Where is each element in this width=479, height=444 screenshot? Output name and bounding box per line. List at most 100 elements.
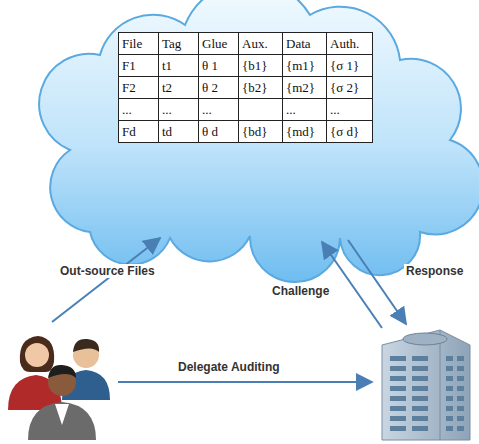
table-cell: {σ d}: [330, 124, 359, 139]
building-window: [412, 426, 428, 431]
table-cell: {σ 2}: [330, 80, 359, 95]
table-cell: Tag: [162, 36, 181, 51]
building-window: [390, 426, 406, 431]
table-cell: t1: [162, 58, 172, 73]
table-cell-box: File: [119, 33, 159, 55]
table-cell-box: t2: [159, 77, 199, 99]
building-icon: [382, 330, 470, 440]
delegate-arrow: [118, 381, 372, 383]
building-window: [457, 386, 464, 391]
table-cell: {md}: [286, 124, 315, 139]
building-window: [412, 376, 428, 381]
users-icon: [8, 336, 110, 440]
arrow-label: Delegate Auditing: [176, 360, 282, 374]
table-cell-box: θ 1: [199, 55, 239, 77]
table-cell-box: {σ d}: [327, 121, 373, 143]
table-cell: File: [122, 36, 142, 51]
arrow-label: Out-source Files: [58, 264, 157, 278]
building-window: [412, 366, 428, 371]
table-cell-box: Fd: [119, 121, 159, 143]
table-cell: ...: [162, 102, 172, 117]
table-cell-box: Aux.: [239, 33, 283, 55]
table-cell-box: {md}: [283, 121, 327, 143]
table-row: F1t1θ 1{b1}{m1}{σ 1}: [119, 55, 373, 77]
building-window: [412, 416, 428, 421]
table-cell: ...: [330, 102, 340, 117]
arrow-label: Challenge: [270, 284, 331, 298]
table-cell: Glue: [202, 36, 227, 51]
table-cell: td: [162, 124, 172, 139]
building-window: [446, 356, 453, 361]
arrow-label: Response: [404, 264, 465, 278]
table-cell: F2: [122, 80, 136, 95]
table-cell: ...: [122, 102, 132, 117]
building-window: [446, 366, 453, 371]
table-cell-box: Tag: [159, 33, 199, 55]
table-cell-box: td: [159, 121, 199, 143]
table-cell: ...: [286, 102, 296, 117]
table-cell-box: {σ 1}: [327, 55, 373, 77]
building-window: [457, 356, 464, 361]
building-window: [390, 376, 406, 381]
building-window: [457, 396, 464, 401]
building-window: [446, 386, 453, 391]
table-cell-box: Auth.: [327, 33, 373, 55]
table-cell: F1: [122, 58, 136, 73]
building-window: [446, 406, 453, 411]
building-window: [412, 386, 428, 391]
table-cell-box: ...: [283, 99, 327, 121]
table-cell: {σ 1}: [330, 58, 359, 73]
building-window: [412, 406, 428, 411]
file-table: FileTagGlueAux.DataAuth.F1t1θ 1{b1}{m1}{…: [118, 32, 373, 143]
table-cell-box: θ d: [199, 121, 239, 143]
building-window: [390, 366, 406, 371]
table-cell: {bd}: [242, 124, 267, 139]
building-window: [390, 416, 406, 421]
building-window: [446, 426, 453, 431]
building-window: [390, 396, 406, 401]
building-window: [390, 406, 406, 411]
table-cell-box: {bd}: [239, 121, 283, 143]
table-cell: {b2}: [242, 80, 267, 95]
table-cell-box: ...: [199, 99, 239, 121]
table-cell: {m2}: [286, 80, 315, 95]
table-row: Fd td θ d {bd} {md} {σ d}: [119, 121, 373, 143]
building-window: [446, 396, 453, 401]
table-cell: θ d: [202, 124, 218, 139]
building-window: [457, 406, 464, 411]
table-cell-box: {m2}: [283, 77, 327, 99]
building-window: [457, 426, 464, 431]
table-cell: θ 2: [202, 80, 218, 95]
table-cell: Auth.: [330, 36, 359, 51]
table-cell: ...: [202, 102, 212, 117]
table-cell-box: {b2}: [239, 77, 283, 99]
table-cell-box: F2: [119, 77, 159, 99]
table-cell: Fd: [122, 124, 136, 139]
building-window: [412, 396, 428, 401]
table-cell-box: θ 2: [199, 77, 239, 99]
table-row: F2 t2 θ 2 {b2} {m2} {σ 2}: [119, 77, 373, 99]
building-window: [390, 386, 406, 391]
table-cell: θ 1: [202, 58, 218, 73]
table-cell: t2: [162, 80, 172, 95]
table-cell-box: t1: [159, 55, 199, 77]
building-window: [457, 416, 464, 421]
table-row: ...............: [119, 99, 373, 121]
response-arrow: [348, 240, 406, 324]
building-window: [457, 366, 464, 371]
outsource-arrow: [52, 238, 160, 322]
table-row: File Tag Glue Aux.Data Auth.: [119, 33, 373, 55]
table-cell-box: Glue: [199, 33, 239, 55]
table-cell-box: Data: [283, 33, 327, 55]
table-cell-box: {σ 2}: [327, 77, 373, 99]
building-window: [412, 356, 428, 361]
table-cell-box: {b1}: [239, 55, 283, 77]
building-window: [390, 356, 406, 361]
cloud: [39, 0, 479, 282]
table-cell: {b1}: [242, 58, 267, 73]
building-window: [457, 376, 464, 381]
table-cell: Data: [286, 36, 311, 51]
building-window: [446, 376, 453, 381]
table-cell-box: ...: [119, 99, 159, 121]
table-cell-box: F1: [119, 55, 159, 77]
